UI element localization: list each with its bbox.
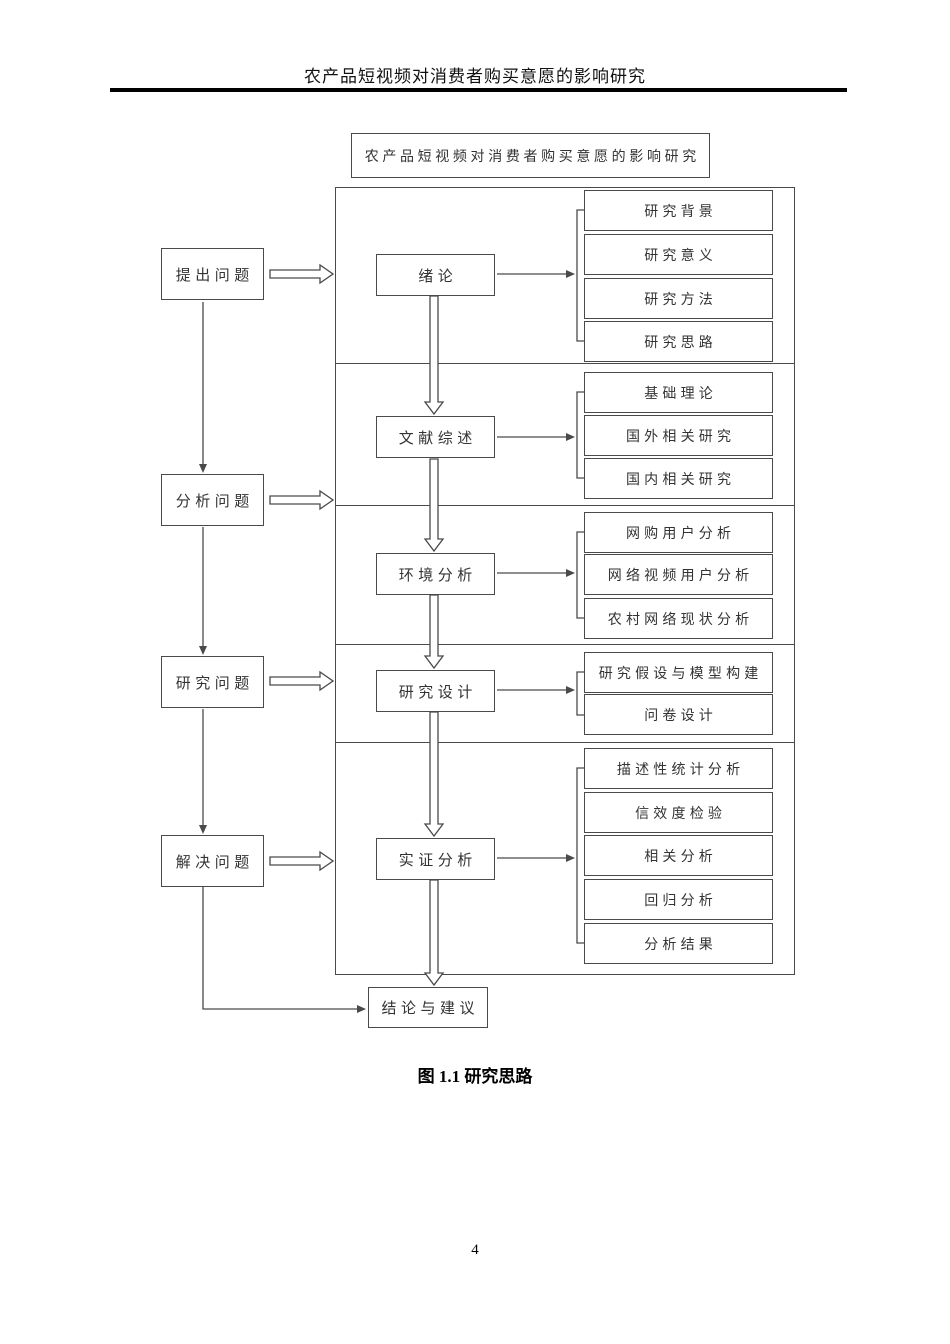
stage-node-research-design: 研究设计 — [376, 670, 495, 712]
arrowhead-left-2-3 — [199, 646, 207, 655]
arrowhead-left-1-2 — [199, 464, 207, 473]
connector-solve-to-conclusion — [203, 887, 357, 1009]
stage-node-literature-review: 文献综述 — [376, 416, 495, 458]
item-node-research-approach: 研究思路 — [584, 321, 773, 362]
stage-node-empirical-analysis: 实证分析 — [376, 838, 495, 880]
page-number: 4 — [471, 1242, 479, 1258]
left-node-raise-question: 提出问题 — [161, 248, 264, 300]
arrowhead-conclusion — [357, 1005, 366, 1013]
item-node-hypothesis-model: 研究假设与模型构建 — [584, 652, 773, 693]
section-divider-1 — [335, 363, 795, 364]
block-arrow-solve — [270, 852, 333, 870]
stage-node-introduction: 绪论 — [376, 254, 495, 296]
section-divider-4 — [335, 742, 795, 743]
item-node-research-significance: 研究意义 — [584, 234, 773, 275]
item-node-online-shopper-analysis: 网购用户分析 — [584, 512, 773, 553]
item-node-research-methods: 研究方法 — [584, 278, 773, 319]
left-node-research-question: 研究问题 — [161, 656, 264, 708]
item-node-domestic-research: 国内相关研究 — [584, 458, 773, 499]
item-node-research-background: 研究背景 — [584, 190, 773, 231]
item-node-questionnaire-design: 问卷设计 — [584, 694, 773, 735]
running-head-title: 农产品短视频对消费者购买意愿的影响研究 — [304, 67, 646, 86]
block-arrow-research — [270, 672, 333, 690]
conclusion-node: 结论与建议 — [368, 987, 488, 1028]
item-node-foreign-research: 国外相关研究 — [584, 415, 773, 456]
left-node-solve-question: 解决问题 — [161, 835, 264, 887]
section-divider-2 — [335, 505, 795, 506]
left-node-analyze-question: 分析问题 — [161, 474, 264, 526]
figure-caption: 图 1.1 研究思路 — [417, 1067, 533, 1086]
flowchart-title-box: 农产品短视频对消费者购买意愿的影响研究 — [351, 133, 710, 178]
section-divider-3 — [335, 644, 795, 645]
item-node-online-video-user-analysis: 网络视频用户分析 — [584, 554, 773, 595]
item-node-descriptive-statistics: 描述性统计分析 — [584, 748, 773, 789]
item-node-reliability-validity: 信效度检验 — [584, 792, 773, 833]
item-node-regression-analysis: 回归分析 — [584, 879, 773, 920]
item-node-rural-network-analysis: 农村网络现状分析 — [584, 598, 773, 639]
item-node-correlation-analysis: 相关分析 — [584, 835, 773, 876]
block-arrow-raise — [270, 265, 333, 283]
stage-node-environment-analysis: 环境分析 — [376, 553, 495, 595]
header-divider-rule — [110, 88, 847, 92]
item-node-analysis-results: 分析结果 — [584, 923, 773, 964]
item-node-basic-theory: 基础理论 — [584, 372, 773, 413]
arrowhead-left-3-4 — [199, 825, 207, 834]
block-arrow-analyze — [270, 491, 333, 509]
